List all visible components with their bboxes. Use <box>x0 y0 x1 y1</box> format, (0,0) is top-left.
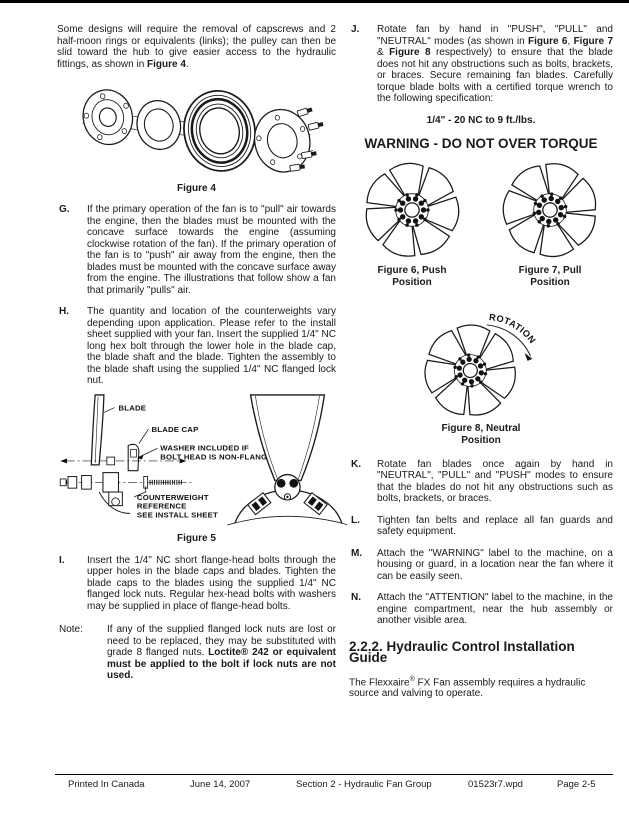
mount-plate <box>253 108 311 173</box>
page-top-edge <box>0 0 629 3</box>
note-item: Note: If any of the supplied flanged loc… <box>57 624 336 682</box>
rotation-arrow-arc <box>486 324 531 357</box>
item-letter: M. <box>351 547 363 559</box>
list-item-n: N. Attach the "ATTENTION" label to the m… <box>349 592 613 627</box>
counterweight-label-line3: SEE INSTALL SHEET <box>137 510 218 519</box>
counterweight-right <box>303 491 328 515</box>
figure5-block: BLADE BLADE CAP WASHER INCLUDED IF BOLT … <box>57 393 349 545</box>
hub-flange <box>82 89 133 146</box>
list-item-h: H. The quantity and location of the coun… <box>57 306 336 387</box>
figure8-reference: Figure 8 <box>389 47 431 58</box>
text-run: Rotate fan by hand in "PUSH", "PULL" and… <box>377 24 613 47</box>
text-run: FX Fan assembly requires a hydraulic sou… <box>349 676 586 700</box>
text-run-bold: Loctite® 242 or equivalent must be appli… <box>107 647 337 681</box>
blade-front-view <box>249 393 326 481</box>
item-text: Tighten fan belts and replace all fan gu… <box>377 514 613 538</box>
note-label: Note: <box>59 624 83 635</box>
left-column: Some designs will require the removal of… <box>57 24 349 692</box>
blade-cap-leader <box>138 428 149 444</box>
footer-section: Section 2 - Hydraulic Fan Group <box>296 779 432 790</box>
footer-date: June 14, 2007 <box>190 779 251 790</box>
warning-heading: WARNING - DO NOT OVER TORQUE <box>364 136 598 151</box>
item-letter: L. <box>351 514 360 526</box>
hydraulic-fittings <box>288 107 324 172</box>
list-item-i: I. Insert the 1/4" NC short flange-head … <box>57 555 336 613</box>
closing-paragraph: The Flexxaire® FX Fan assembly requires … <box>349 674 613 700</box>
figure4-block: Figure 4 <box>57 78 336 194</box>
right-column: J. Rotate fan by hand in "PUSH", "PULL" … <box>349 24 616 700</box>
rotation-arrowhead <box>524 353 533 361</box>
figure4-caption: Figure 4 <box>177 182 216 194</box>
item-letter: J. <box>351 24 360 35</box>
washer-note-label-line1: WASHER INCLUDED IF <box>160 443 249 452</box>
text-run: respectively) to ensure that the blade d… <box>377 47 613 104</box>
text-run: Some designs will require the removal of… <box>57 24 336 70</box>
item-letter: K. <box>351 458 361 470</box>
list-item-m: M. Attach the "WARNING" label to the mac… <box>349 548 613 583</box>
figure4-reference: Figure 4 <box>147 58 186 70</box>
text-run: , <box>567 35 574 47</box>
list-item-g: G. If the primary operation of the fan i… <box>57 204 336 296</box>
footer-filename: 01523r7.wpd <box>468 779 523 790</box>
list-item-k: K. Rotate fan blades once again by hand … <box>349 459 613 505</box>
figure8-drawing: ROTATION <box>411 312 537 431</box>
item-text: Attach the "WARNING" label to the machin… <box>377 547 613 582</box>
washer-note-label-line2: BOLT HEAD IS NON-FLANGED <box>160 452 278 461</box>
text-run: & <box>377 47 390 58</box>
blade-label: BLADE <box>118 403 146 412</box>
figure5-caption: Figure 5 <box>177 533 216 544</box>
pulley <box>182 90 256 172</box>
list-item-j: J. Rotate fan by hand in "PUSH", "PULL" … <box>349 24 613 105</box>
text-run: If any of the supplied flanged lock nuts… <box>107 624 336 658</box>
text-run: . <box>185 58 189 70</box>
blade-cap-front-view <box>274 473 301 500</box>
figure6-drawing <box>361 162 464 262</box>
note-text: If any of the supplied flanged lock nuts… <box>107 624 336 682</box>
item-letter: N. <box>351 592 361 603</box>
blade-cap-side-view <box>127 443 140 471</box>
intro-paragraph: Some designs will require the removal of… <box>57 24 336 70</box>
item-text: Rotate fan by hand in "PUSH", "PULL" and… <box>377 24 613 105</box>
figure4-drawing <box>81 89 324 173</box>
footer-printed-in: Printed In Canada <box>68 779 145 790</box>
figure6-reference: Figure 6 <box>528 35 568 47</box>
item-letter: G. <box>59 204 70 215</box>
item-text: Insert the 1/4" NC short flange-head bol… <box>87 554 336 612</box>
figure5-drawing: BLADE BLADE CAP WASHER INCLUDED IF BOLT … <box>59 393 349 525</box>
torque-spec: 1/4" - 20 NC to 9 ft./lbs. <box>426 114 536 126</box>
footer-page-number: Page 2-5 <box>557 779 596 790</box>
item-text: The quantity and location of the counter… <box>87 306 336 386</box>
item-text: Attach the "ATTENTION" label to the mach… <box>377 592 613 626</box>
counterweight-left <box>247 491 272 515</box>
figure7-reference: Figure 7 <box>573 35 614 47</box>
list-item-l: L. Tighten fan belts and replace all fan… <box>349 515 613 538</box>
counterweight-leader <box>133 485 147 497</box>
blade-side-view <box>90 393 105 465</box>
bolt-hardware <box>59 456 183 514</box>
item-letter: I. <box>59 554 65 566</box>
half-moon-ring <box>135 100 181 151</box>
blade-leader <box>103 406 115 413</box>
item-letter: H. <box>59 306 69 317</box>
counterweight-label-line2: REFERENCE <box>137 501 187 510</box>
blade-cap-label: BLADE CAP <box>152 424 199 433</box>
item-text: Rotate fan blades once again by hand in … <box>377 458 613 505</box>
registered-mark: ® <box>409 675 415 683</box>
text-run: The Flexxaire <box>349 676 410 688</box>
item-text: If the primary operation of the fan is t… <box>87 204 336 296</box>
figure7-drawing <box>482 145 616 278</box>
counterweight-label-line1: COUNTERWEIGHT <box>137 492 209 501</box>
footer-rule <box>55 774 613 775</box>
section-heading: 2.2.2. Hydraulic Control Installation Gu… <box>349 638 575 665</box>
